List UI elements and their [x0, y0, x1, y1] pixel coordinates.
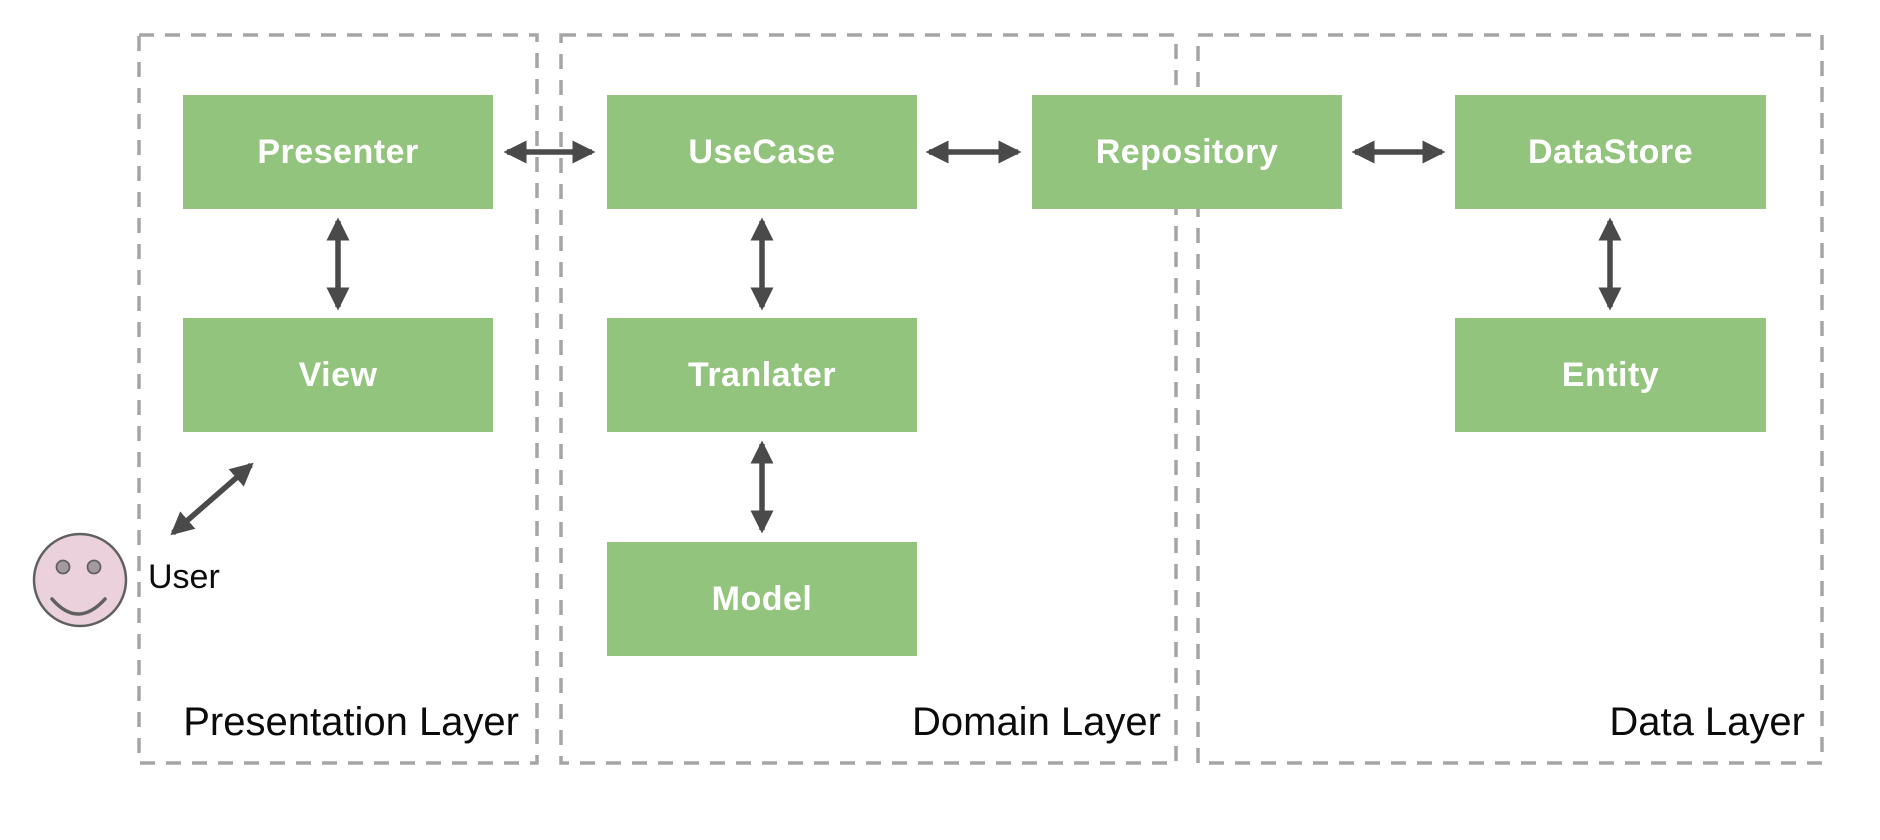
smiley-head [32, 532, 128, 628]
node-entity: Entity [1455, 318, 1766, 432]
node-tranlater-label: Tranlater [687, 355, 837, 394]
smiley-right-eye [86, 559, 102, 575]
smiley-face-icon [32, 532, 128, 628]
node-usecase: UseCase [607, 95, 917, 209]
node-repository-label: Repository [1095, 132, 1279, 171]
data-layer-label: Data Layer [1609, 700, 1805, 744]
node-model-label: Model [711, 579, 813, 618]
node-view: View [183, 318, 493, 432]
user-label: User [148, 558, 220, 596]
node-presenter-label: Presenter [257, 132, 419, 171]
presentation-layer-label: Presentation Layer [183, 700, 519, 744]
node-repository: Repository [1032, 95, 1342, 209]
node-view-label: View [298, 355, 378, 394]
node-usecase-label: UseCase [688, 132, 836, 171]
node-datastore: DataStore [1455, 95, 1766, 209]
arrow-user-view [170, 462, 254, 536]
node-entity-label: Entity [1561, 355, 1660, 394]
node-datastore-label: DataStore [1527, 132, 1694, 171]
domain-layer-label: Domain Layer [911, 700, 1161, 744]
smiley-left-eye [55, 559, 71, 575]
smiley-mouth [50, 597, 107, 616]
node-model: Model [607, 542, 917, 656]
node-presenter: Presenter [183, 95, 493, 209]
node-tranlater: Tranlater [607, 318, 917, 432]
